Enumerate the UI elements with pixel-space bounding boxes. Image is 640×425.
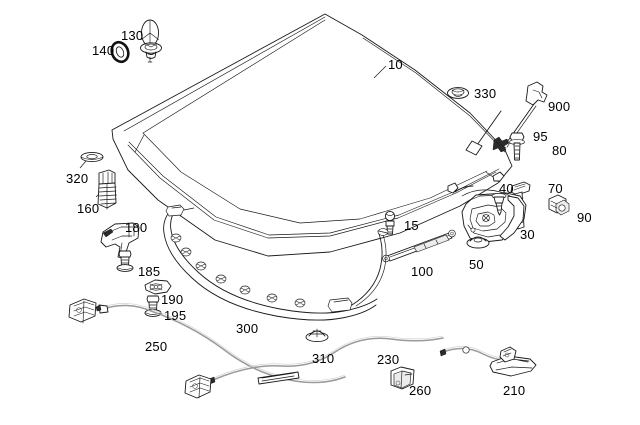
part-label-180: 180	[125, 220, 148, 235]
part-label-160: 160	[77, 201, 100, 216]
part-310-sealing-plug	[305, 328, 329, 343]
part-label-40: 40	[499, 181, 514, 196]
part-80-hex-flange-bolt	[509, 132, 525, 161]
cable-250-connector-block	[68, 298, 97, 324]
part-label-100: 100	[411, 264, 434, 279]
part-230-release-cable-front	[208, 335, 444, 385]
part-90-hood-switch	[548, 194, 570, 216]
part-label-320: 320	[66, 171, 89, 186]
part-10-hood-panel	[111, 13, 513, 257]
part-95-spring-clip	[492, 136, 510, 153]
part-320-washer-seal	[80, 151, 104, 163]
part-label-330: 330	[474, 86, 497, 101]
part-label-310: 310	[312, 351, 335, 366]
part-160-hood-bumper-stop	[97, 169, 117, 210]
prop-rod-hood-tip	[465, 110, 502, 156]
part-label-50: 50	[469, 257, 484, 272]
part-label-195: 195	[164, 308, 187, 323]
part-130-star-emblem	[140, 19, 162, 63]
part-100-gas-strut	[382, 229, 456, 263]
part-label-130: 130	[121, 28, 144, 43]
part-900-prop-rod-retainer	[525, 81, 548, 106]
part-label-185: 185	[138, 264, 161, 279]
part-250-release-cable-rear	[95, 303, 346, 384]
part-label-95: 95	[533, 129, 548, 144]
part-210-release-handle	[489, 346, 537, 377]
part-50-grommet-cap	[466, 236, 490, 249]
part-label-90: 90	[577, 210, 592, 225]
leader-160	[95, 193, 100, 198]
part-label-190: 190	[161, 292, 184, 307]
latch-cable-linkage	[447, 182, 474, 194]
part-300-hood-seal-weatherstrip	[163, 204, 378, 321]
part-190-seal-clip-plate	[144, 279, 172, 295]
part-label-80: 80	[552, 143, 567, 158]
part-label-900: 900	[548, 99, 571, 114]
part-label-230: 230	[377, 352, 400, 367]
part-label-30: 30	[520, 227, 535, 242]
cable-230-connector-block	[184, 374, 212, 399]
leader-130	[138, 30, 143, 34]
part-185-bracket-bolt	[116, 250, 134, 272]
part-15-ball-stud	[384, 210, 396, 235]
part-label-210: 210	[503, 383, 526, 398]
hood-seal-right-return	[351, 228, 389, 307]
leader-320	[79, 160, 87, 169]
part-label-140: 140	[92, 43, 115, 58]
striker-bracket-arm	[492, 171, 505, 182]
part-330-washer-nozzle-grommet	[447, 87, 469, 99]
part-label-15: 15	[404, 218, 419, 233]
part-label-260: 260	[409, 383, 432, 398]
part-140-emblem-gasket	[110, 40, 130, 64]
part-label-70: 70	[548, 181, 563, 196]
part-260-cable-retaining-clip	[390, 366, 415, 390]
leader-10	[373, 65, 387, 79]
part-40-push-pin-clip	[491, 193, 507, 216]
part-180-hinge-bracket	[100, 222, 140, 259]
part-label-300: 300	[236, 321, 259, 336]
part-label-250: 250	[145, 339, 168, 354]
part-label-10: 10	[388, 57, 403, 72]
